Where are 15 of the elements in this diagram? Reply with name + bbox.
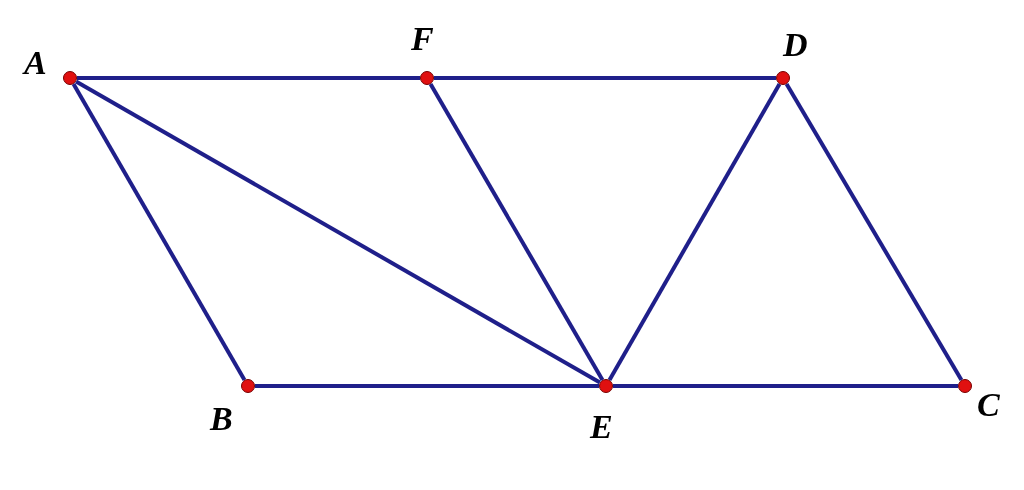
point-label: A bbox=[24, 46, 47, 80]
line-segment bbox=[255, 384, 599, 388]
line-segment bbox=[428, 83, 605, 381]
point-label: C bbox=[977, 388, 1000, 422]
line-segment bbox=[77, 76, 420, 80]
line-segment bbox=[607, 83, 782, 381]
line-segment bbox=[784, 83, 964, 381]
point-label: B bbox=[210, 402, 233, 436]
point-label: D bbox=[783, 28, 808, 62]
point-label: E bbox=[590, 410, 613, 444]
line-segment bbox=[434, 76, 776, 80]
point-label: F bbox=[411, 22, 434, 56]
line-segment bbox=[613, 384, 958, 388]
line-segment bbox=[71, 83, 247, 381]
line-segment bbox=[75, 79, 601, 385]
